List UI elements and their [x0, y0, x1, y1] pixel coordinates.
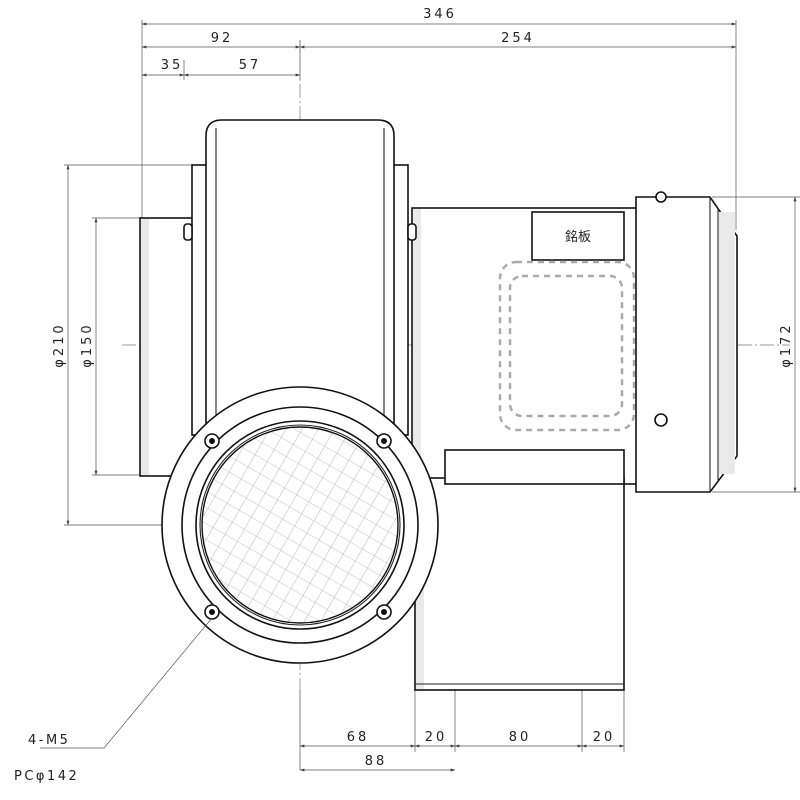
dim-motor-length: 254 [501, 31, 535, 46]
callout-pitch-circle: PCφ142 [14, 769, 79, 784]
bolt-hole [376, 433, 392, 449]
cover-screw [654, 413, 668, 427]
dim-outlet-offset: 68 [347, 730, 370, 745]
flange-bolts [204, 433, 392, 620]
dimension-labels: 346 92 254 35 57 68 20 80 20 88 φ210 φ15… [52, 7, 794, 769]
bolt-hole [376, 604, 392, 620]
dim-outlet-center: 88 [365, 754, 388, 769]
callout-bolts: 4-M5 [28, 733, 70, 748]
dim-overall-length: 346 [423, 7, 457, 22]
nameplate [531, 211, 625, 261]
scroll-housing [205, 119, 395, 441]
outlet-duct [414, 449, 625, 691]
dim-inlet-dia: φ150 [80, 322, 95, 367]
bolt-hole [204, 604, 220, 620]
nameplate-label: 銘板 [565, 230, 591, 245]
motor-body: 銘板 [411, 207, 639, 485]
dimension-lines [66, 22, 797, 772]
side-brackets [183, 164, 417, 436]
motor-end-cover [635, 191, 738, 493]
inlet-mesh-guard [201, 426, 399, 624]
bolt-callout: 4-M5 PCφ142 [14, 733, 79, 784]
bolt-callout-leader [40, 617, 213, 749]
extension-lines [64, 20, 800, 770]
dim-housing-dia: φ210 [52, 322, 67, 367]
inlet-flange [161, 386, 439, 664]
dim-inlet-offset: 92 [211, 31, 234, 46]
dim-outlet-gap-right: 20 [593, 730, 616, 745]
dim-outlet-gap-left: 20 [425, 730, 448, 745]
dim-flange-to-center: 57 [239, 58, 262, 73]
dim-outlet-width: 80 [509, 730, 532, 745]
dim-motor-dia: φ172 [779, 322, 794, 367]
bolt-hole [204, 433, 220, 449]
dim-flange-edge: 35 [161, 58, 184, 73]
